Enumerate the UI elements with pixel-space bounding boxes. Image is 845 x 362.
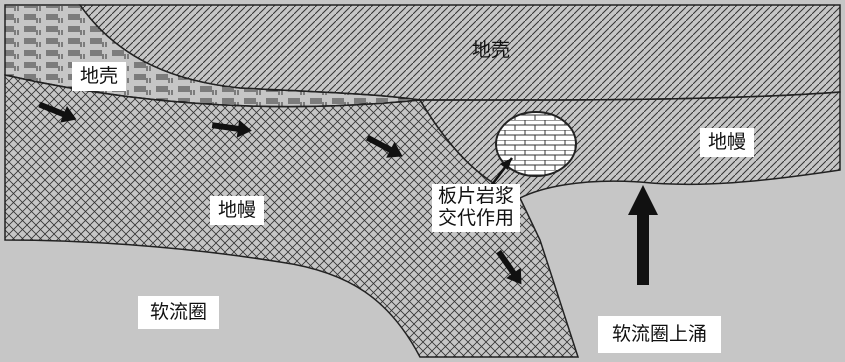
asthenosphere-label: 软流圈: [138, 296, 220, 329]
mantle-label-left: 地幔: [210, 196, 265, 225]
subducting-mantle-slab: [4, 74, 580, 358]
slab-melt-metasomatism-body: [495, 111, 577, 177]
slab-motion-arrow: [365, 134, 403, 158]
metasomatism-label-line-1: 板片岩浆: [438, 185, 515, 207]
slab-motion-arrow: [211, 119, 252, 138]
slab-melt-metasomatism-label: 板片岩浆 交代作用: [432, 184, 521, 232]
upwelling-arrow: [628, 185, 658, 285]
crust-label-left: 地壳: [72, 62, 127, 91]
crust-label-right: 地壳: [472, 39, 511, 61]
slab-motion-arrow: [38, 101, 77, 123]
metasomatism-pointer-head: [500, 158, 512, 170]
metasomatism-label-line-2: 交代作用: [438, 206, 515, 229]
asthenosphere-upwelling-label: 软流圈上涌: [598, 316, 722, 353]
slab-motion-arrow: [496, 249, 522, 285]
mantle-label-right: 地幔: [700, 128, 755, 157]
